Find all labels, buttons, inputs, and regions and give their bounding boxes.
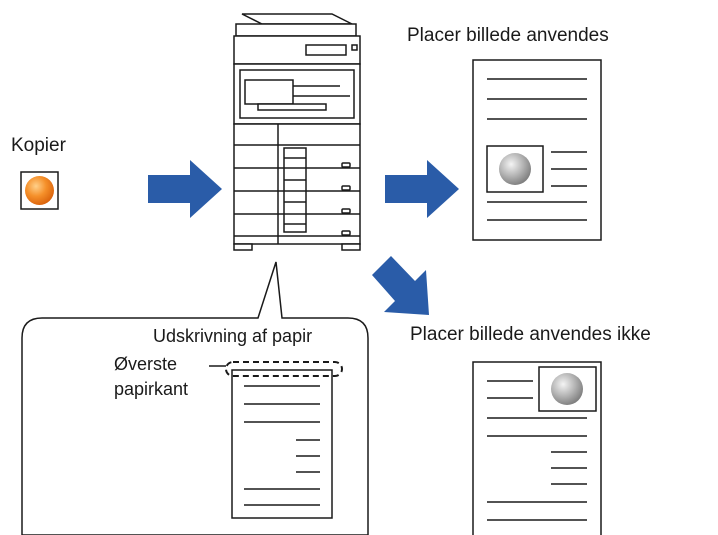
orange-circle-icon (25, 176, 54, 205)
mfp-printer-icon (233, 13, 361, 251)
gray-ball-image-icon (499, 153, 531, 185)
edge-label-line1: Øverste (114, 354, 178, 374)
not-applied-label: Placer billede anvendes ikke (410, 324, 651, 345)
printed-paper-icon (231, 369, 333, 519)
original-label: Kopier (11, 135, 66, 156)
arrow-right-output-icon (385, 160, 459, 218)
arrow-diagonal-down-icon (372, 256, 429, 315)
output-page-applied-icon (472, 59, 602, 241)
top-edge-highlight (225, 361, 343, 377)
callout-title: Udskrivning af papir (153, 326, 313, 346)
applied-label: Placer billede anvendes (407, 25, 609, 46)
edge-label-line2: papirkant (114, 379, 189, 399)
original-document-icon (20, 171, 59, 210)
arrow-right-input-icon (148, 160, 222, 218)
gray-ball-image-icon-2 (551, 373, 583, 405)
